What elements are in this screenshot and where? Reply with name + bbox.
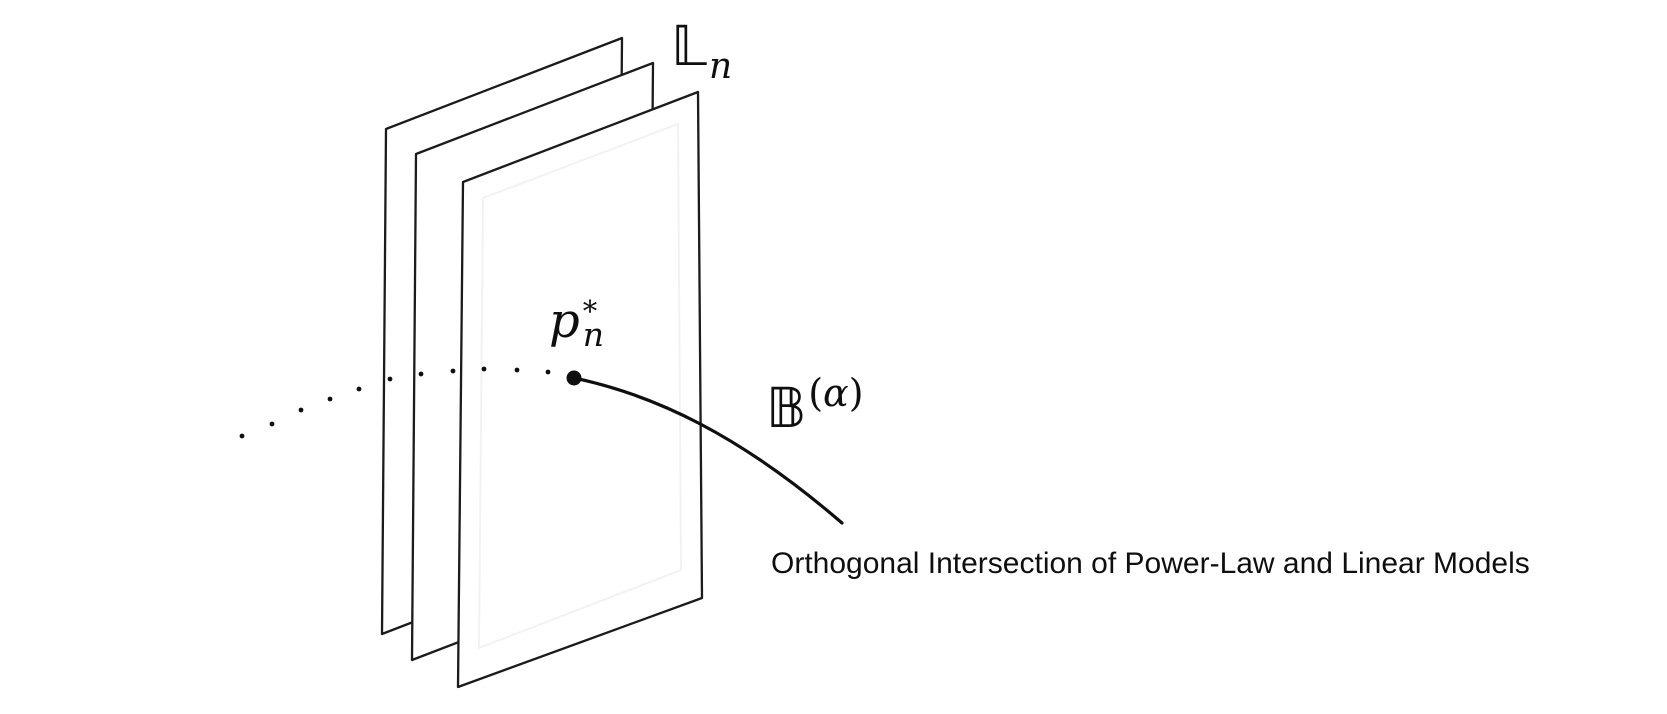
curve-family-label: 𝔹 (α) — [766, 374, 864, 440]
trajectory-dot — [327, 396, 333, 402]
power-law-curve — [572, 376, 844, 525]
trajectory-dot — [450, 368, 456, 374]
planes-family-label: 𝕃 n — [671, 14, 732, 85]
superscript-alpha: α — [823, 371, 849, 415]
plane-sheet-front — [456, 90, 704, 689]
trajectory-dot — [356, 386, 362, 392]
trajectory-dot — [418, 371, 424, 377]
planes-label-subscript: n — [709, 46, 733, 87]
trajectory-dot — [387, 376, 393, 382]
superscript-open-paren: ( — [808, 371, 824, 415]
curve-label-superscript: (α) — [808, 374, 863, 412]
point-label-scripts: * n — [582, 294, 604, 354]
trajectory-dot — [514, 367, 520, 373]
point-label-superscript: * — [582, 294, 598, 328]
figure-caption: Orthogonal Intersection of Power-Law and… — [771, 547, 1530, 580]
trajectory-dot — [545, 369, 551, 375]
double-struck-L-symbol: 𝕃 — [671, 14, 708, 78]
point-label-subscript: n — [582, 315, 604, 354]
superscript-close-paren: ) — [848, 371, 864, 415]
plane-sheets — [380, 36, 704, 689]
dotted-trajectory — [239, 366, 551, 439]
point-symbol: p — [549, 293, 580, 349]
plane-sheet-front-inner-highlight — [478, 123, 682, 649]
double-struck-B-symbol: 𝔹 — [766, 376, 807, 440]
trajectory-dot — [269, 421, 275, 427]
trajectory-dot — [239, 433, 245, 439]
trajectory-dot — [481, 366, 487, 372]
trajectory-dot — [298, 407, 304, 413]
intersection-point-label: p * n — [549, 293, 604, 354]
